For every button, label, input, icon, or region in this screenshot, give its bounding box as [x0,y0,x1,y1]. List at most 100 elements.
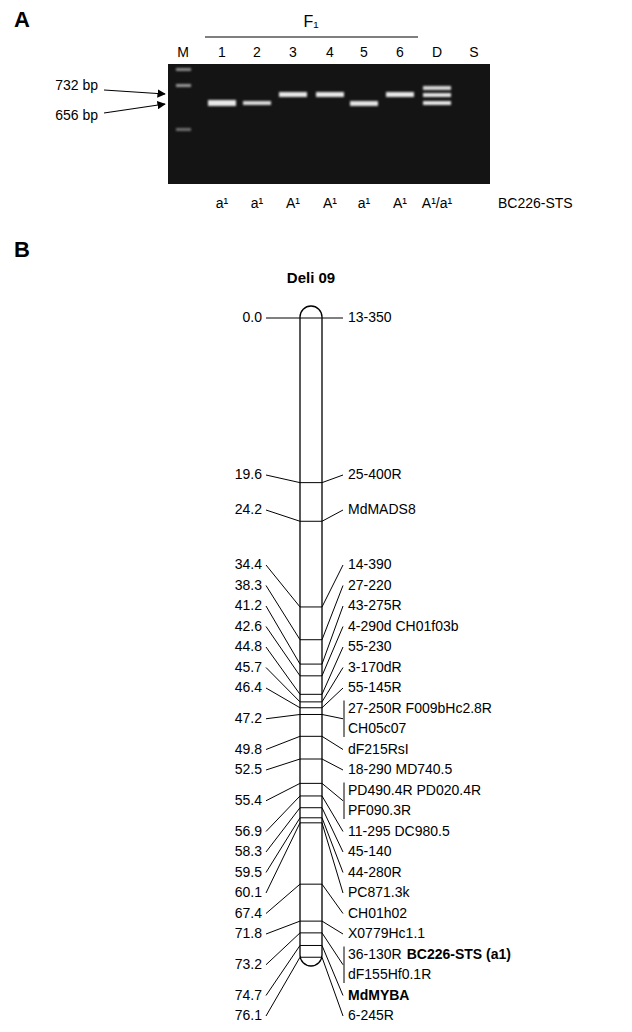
map-position: 71.8 [235,926,262,941]
linkage-group-bar [300,306,322,966]
genotype-label: a¹ [358,196,370,211]
genotype-label: A¹ [393,196,407,211]
position-tick [300,482,322,483]
leader-line [266,957,300,1016]
marker-name: 11-295 DC980.5 [348,824,450,839]
marker-name: PD490.4R PD020.4R [348,783,481,798]
position-tick [300,707,322,708]
marker-name: 36-130R [348,947,402,962]
lane-label: S [469,45,478,60]
leader-line [266,921,300,934]
leader-line [322,823,343,893]
genotype-label: A¹ [286,196,300,211]
marker-name: 43-275R [348,598,402,613]
map-position: 41.2 [235,598,262,613]
position-tick [300,945,322,946]
marker-name: PC871.3k [348,885,409,900]
marker-name: dF155Hf0.1R [348,967,431,982]
leader-line [322,783,343,800]
lane-label: 4 [326,45,334,60]
leader-line [266,823,300,893]
leader-line [266,945,300,995]
group-bracket [344,783,345,820]
position-tick [300,606,322,607]
marker-name: BC226-STS [498,196,573,211]
map-position: 19.6 [235,467,262,482]
position-tick [300,736,322,737]
genotype-label: A¹/a¹ [422,196,452,211]
leader-line [322,565,343,607]
marker-name: 55-145R [348,680,402,695]
leader-line [266,510,300,521]
map-position: 55.4 [235,793,262,808]
genotype-label: A¹ [323,196,337,211]
size-arrow [104,90,165,94]
leader-line [266,783,300,800]
map-position: 42.6 [235,619,262,634]
marker-name: 18-290 MD740.5 [348,762,452,777]
genotype-label: a¹ [251,196,263,211]
leader-line [322,933,343,965]
leader-line [322,884,343,913]
group-line [205,36,418,37]
marker-name: CH05c07 [348,721,406,736]
leader-line [322,510,343,521]
leader-line [322,759,343,770]
group-bracket [344,947,345,984]
leader-line [322,957,343,1016]
leader-line [322,627,343,676]
leader-line [266,318,300,319]
position-tick [300,701,322,702]
position-tick [300,714,322,715]
map-position: 34.4 [235,557,262,572]
marker-name: 4-290d CH01f03b [348,619,459,634]
panel-letter: B [14,238,30,262]
position-tick [300,521,322,522]
marker-name: 6-245R [348,1008,394,1023]
position-tick [300,664,322,665]
marker-name: 3-170dR [348,660,402,675]
lane-label: M [177,45,189,60]
marker-name: CH01h02 [348,906,407,921]
gel-bands [176,68,451,131]
leader-line [322,736,343,749]
leader-line [266,475,300,483]
lane-label: 1 [218,45,226,60]
marker-name: X0779Hc1.1 [348,926,425,941]
marker-name: 25-400R [348,467,402,482]
marker-name: 44-280R [348,865,402,880]
linkage-group-title: Deli 09 [287,270,335,287]
position-tick [300,783,322,784]
position-tick [300,957,322,958]
marker-name: 45-140 [348,844,392,859]
position-tick [300,822,322,823]
map-position: 0.0 [243,310,262,325]
position-tick [300,807,322,808]
leader-line [266,688,300,708]
leader-line [322,475,343,483]
marker-name: dF215RsI [348,742,409,757]
marker-name: 13-350 [348,310,392,325]
position-tick [300,932,322,933]
marker-name: 55-230 [348,639,392,654]
map-position: 59.5 [235,865,262,880]
map-position: 49.8 [235,742,262,757]
map-position: 67.4 [235,906,262,921]
leader-line [266,759,300,770]
map-position: 46.4 [235,680,262,695]
position-tick [300,817,322,818]
map-position: 44.8 [235,639,262,654]
position-tick [300,675,322,676]
position-tick [300,639,322,640]
map-position: 38.3 [235,578,262,593]
leader-line [322,921,343,934]
leader-line [266,714,300,718]
marker-name: 27-250R F009bHc2.8R [348,701,492,716]
gel-image [168,64,490,184]
marker-name: MdMADS8 [348,502,416,517]
map-position: 58.3 [235,844,262,859]
map-position: 56.9 [235,824,262,839]
genotype-label: a¹ [216,196,228,211]
marker-name: 14-390 [348,557,392,572]
